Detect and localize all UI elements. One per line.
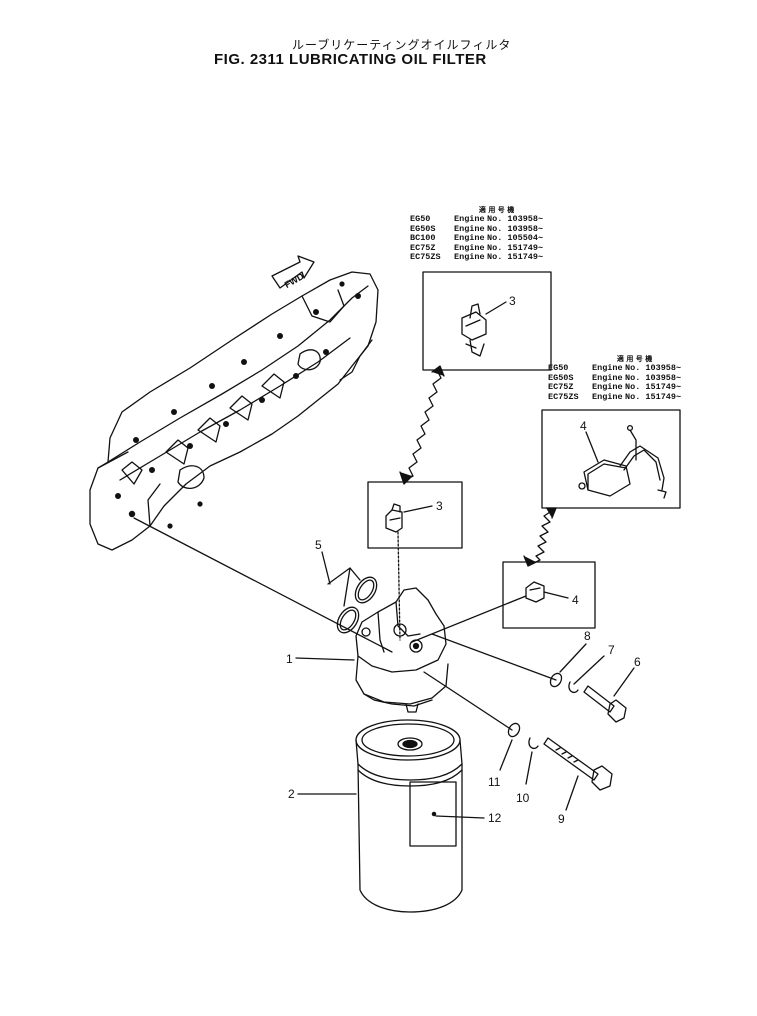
washer-11: [507, 722, 521, 738]
applicability-header: 適 用 号 機: [478, 206, 515, 214]
cylinder-block: [89, 271, 379, 551]
label-plate-mark: [431, 811, 437, 817]
callout-1: 1: [286, 652, 293, 666]
bolt-9: [543, 737, 613, 791]
oil-pressure-switch-3a: [461, 303, 487, 357]
leader-12: [435, 815, 485, 819]
callout-9: 9: [558, 812, 565, 826]
callout-11: 11: [488, 775, 501, 789]
label-plate: [409, 781, 457, 847]
leader-4b: [543, 591, 569, 599]
filter-cartridge: [355, 719, 463, 913]
detail-box-switch-4b: [502, 561, 596, 629]
detail-box-switch-a: [422, 271, 552, 371]
spring-washer-7: [568, 681, 579, 694]
detail-box-switch-3b: [367, 481, 463, 549]
leader-11: [499, 739, 513, 771]
title-japanese: ルーブリケーティングオイルフィルタ: [292, 38, 512, 52]
callout-8: 8: [584, 629, 591, 643]
spring-washer-10: [528, 737, 539, 750]
assembly-line: [431, 633, 557, 681]
oil-pressure-switch-4a: [578, 424, 667, 499]
detail-box-switch-b: [541, 409, 681, 509]
leader-5: [327, 567, 361, 585]
callout-4b: 4: [572, 593, 579, 607]
leader-3b: [403, 505, 433, 513]
applicability-header: 適 用 号 機: [616, 355, 653, 363]
leader-5: [321, 551, 331, 585]
washer-8: [549, 672, 563, 688]
block-bolt-holes: [115, 281, 361, 529]
callout-3a: 3: [509, 294, 516, 308]
oil-pressure-switch-3b: [385, 503, 403, 533]
figure-title: FIG. 2311 LUBRICATING OIL FILTER: [214, 51, 487, 68]
leader-5: [343, 567, 351, 607]
callout-12: 12: [488, 811, 502, 825]
fwd-arrow: FWD: [271, 255, 315, 290]
callout-4a: 4: [580, 419, 587, 433]
leader-8: [559, 643, 587, 673]
assembly-line: [133, 517, 393, 653]
relation-arrow-4: [523, 507, 557, 567]
callout-5: 5: [315, 538, 322, 552]
filter-head: [355, 587, 449, 713]
leader-1: [295, 657, 355, 661]
relation-arrow-3: [399, 365, 445, 485]
oil-pressure-switch-4b: [525, 581, 545, 603]
leader-7: [573, 655, 605, 685]
leader-10: [525, 751, 533, 785]
callout-10: 10: [516, 791, 530, 805]
callout-2: 2: [288, 787, 295, 801]
assembly-line: [423, 671, 513, 731]
callout-3b: 3: [436, 499, 443, 513]
assembly-line: [397, 531, 401, 641]
callout-6: 6: [634, 655, 641, 669]
assembly-line: [411, 595, 527, 643]
leader-4a: [585, 431, 599, 463]
bolt-6: [583, 685, 627, 723]
leader-6: [613, 667, 635, 697]
leader-9: [565, 775, 579, 811]
o-rings: [336, 576, 378, 634]
leader-3a: [485, 301, 507, 315]
callout-7: 7: [608, 643, 615, 657]
